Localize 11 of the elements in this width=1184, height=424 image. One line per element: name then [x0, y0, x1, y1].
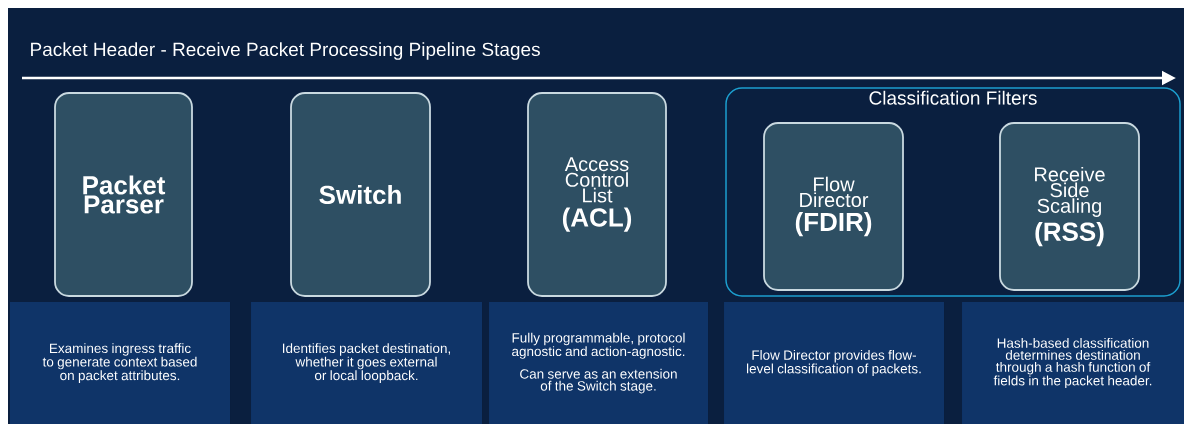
description-panel: Examines ingress traffic to generate context based on packet attributes.: [10, 302, 230, 424]
description-panel: Hash-based classification determines destination through a hash function of fields in the packet header.: [962, 302, 1184, 424]
description-panel: Flow Director provides flow-level classification of packets.: [724, 302, 944, 424]
description-panel: Fully programmable, protocol agnostic and action-agnostic. Can serve as an extension of the Switch stage.: [489, 302, 708, 424]
title: Packet Header - Receive Packet Processing Pipeline Stages: [31, 42, 540, 60]
description-panel: Identifies packet destination, whether it goes external or local loopback.: [251, 302, 482, 424]
stage-box: Access Control List (ACL): [527, 92, 667, 297]
stage-box: Switch: [290, 92, 431, 297]
stage-box: Receive Side Scaling (RSS): [999, 122, 1140, 291]
stage-box: Packet Parser: [54, 92, 193, 297]
stage-box: Flow Director (FDIR): [763, 122, 904, 291]
